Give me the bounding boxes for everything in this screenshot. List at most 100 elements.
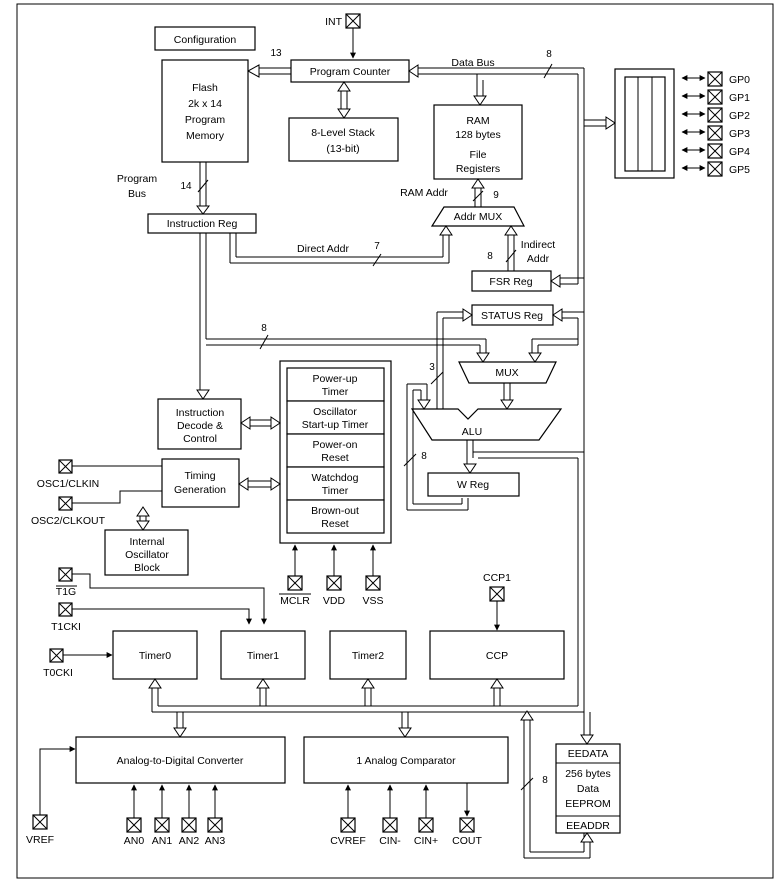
cin-minus-label: CIN-: [379, 835, 401, 847]
flash-line-2: 2k x 14: [188, 98, 222, 110]
instruction-bus: [196, 233, 490, 400]
program-bus-width: 14: [180, 181, 192, 192]
ram-addr-width: 9: [493, 190, 499, 201]
int-osc-line-3: Block: [134, 562, 160, 574]
direct-addr-bus: [229, 225, 453, 267]
timer2-label: Timer2: [352, 650, 384, 662]
an0-label: AN0: [124, 835, 145, 847]
addr-mux: [430, 206, 525, 227]
pc-flash-bus: [246, 64, 291, 78]
t1cki-label: T1CKI: [51, 621, 81, 633]
data-bus-slash: [543, 63, 553, 79]
osc2-label: OSC2/CLKOUT: [31, 515, 106, 527]
vss-pin: [365, 575, 381, 591]
eeprom-box: [555, 743, 621, 834]
an2-pin: [181, 817, 197, 833]
flash-memory-box: [161, 59, 249, 163]
eeaddr-label: EEADDR: [566, 820, 610, 832]
decode-reset-link: [240, 416, 281, 430]
program-bus: [196, 162, 210, 215]
ram-line-4: Registers: [456, 163, 500, 175]
power-up-timer-line-2: Timer: [322, 386, 349, 398]
an3-pin: [207, 817, 223, 833]
stack-line-2: (13-bit): [326, 143, 359, 155]
indirect-addr-bus: [504, 225, 518, 271]
ram-line-2: 128 bytes: [455, 129, 501, 141]
internal-bus-width: 8: [261, 323, 267, 334]
cin-plus-label: CIN+: [414, 835, 438, 847]
program-bus-line-2: Bus: [128, 188, 146, 200]
osc1-pin: [58, 459, 73, 474]
peripheral-data-bus: [148, 678, 584, 738]
watchdog-timer-line-1: Watchdog: [312, 472, 359, 484]
power-on-reset-line-2: Reset: [321, 452, 349, 464]
fsr-data-bus: [550, 270, 584, 288]
ccp1-label: CCP1: [483, 572, 511, 584]
eeaddr-bus: [520, 710, 594, 859]
gpio-pin-3: [707, 125, 723, 141]
addr-mux-label: Addr MUX: [454, 211, 502, 223]
stack-line-1: 8-Level Stack: [311, 127, 375, 139]
timer0-box: [112, 630, 198, 680]
instruction-reg-box: [147, 213, 257, 234]
w-feedback-bus: [403, 383, 469, 511]
gpio-label-3: GP3: [729, 128, 750, 140]
osc2-wire: [72, 490, 162, 504]
an1-label: AN1: [152, 835, 173, 847]
vref-pin: [32, 814, 48, 830]
t1g-pin: [58, 567, 73, 582]
ram-line-1: RAM: [466, 115, 489, 127]
gpio-label-0: GP0: [729, 74, 750, 86]
brown-out-reset-cell: [286, 499, 385, 534]
int-label: INT: [325, 16, 343, 28]
status-data-bus: [552, 308, 584, 345]
timer0-label: Timer0: [139, 650, 171, 662]
instruction-reg-label: Instruction Reg: [167, 218, 238, 230]
instruction-decode-line-3: Control: [183, 433, 217, 445]
t1cki-pin: [58, 602, 73, 617]
eeprom-bus-width: 8: [542, 775, 548, 786]
mux: [458, 361, 557, 384]
eeprom-line-3: EEPROM: [565, 798, 611, 810]
alu-w-bus: [463, 440, 584, 706]
oscillator-startup-timer-line-2: Start-up Timer: [302, 419, 369, 431]
t0cki-label: T0CKI: [43, 667, 73, 679]
gpio-pin-1: [707, 89, 723, 105]
fsr-reg-label: FSR Reg: [489, 276, 532, 288]
indirect-addr-width: 8: [487, 251, 493, 262]
stack-box: [288, 117, 399, 162]
osc1-label: OSC1/CLKIN: [37, 478, 99, 490]
flash-line-3: Program: [185, 114, 226, 126]
pc-bus-width: 13: [270, 48, 282, 59]
power-on-reset-line-1: Power-on: [313, 439, 358, 451]
cout-pin: [459, 817, 475, 833]
an0-pin: [126, 817, 142, 833]
data-bus-top: [408, 64, 585, 712]
adc-box: [75, 736, 286, 784]
osc2-pin: [58, 496, 73, 511]
flash-line-1: Flash: [192, 82, 218, 94]
w-reg-label: W Reg: [457, 479, 489, 491]
gpio-pin-5: [707, 161, 723, 177]
adc-label: Analog-to-Digital Converter: [117, 755, 244, 767]
indirect-addr-line-1: Indirect: [521, 239, 556, 251]
gpio-label-4: GP4: [729, 146, 750, 158]
an2-label: AN2: [179, 835, 200, 847]
mux-label: MUX: [495, 367, 518, 379]
configuration-box: [154, 26, 256, 51]
mux-input-slash: [430, 371, 444, 385]
ram-addr-label: RAM Addr: [400, 187, 448, 199]
flash-line-4: Memory: [186, 130, 225, 142]
comparator-label: 1 Analog Comparator: [356, 755, 456, 767]
vss-label: VSS: [362, 595, 383, 607]
cout-label: COUT: [452, 835, 482, 847]
int-osc-line-1: Internal: [129, 536, 164, 548]
eedata-bus: [580, 712, 594, 745]
pc-stack-bus: [337, 81, 351, 119]
w-feedback-width: 8: [421, 451, 427, 462]
an3-label: AN3: [205, 835, 226, 847]
